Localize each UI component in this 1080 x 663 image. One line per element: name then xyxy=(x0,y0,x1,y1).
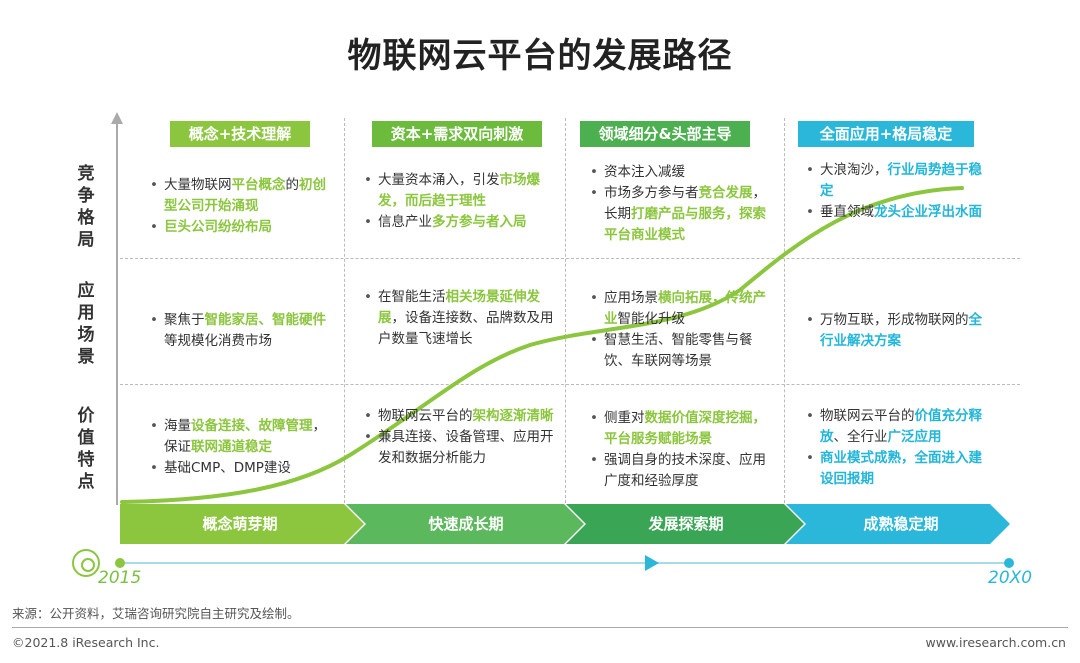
timeline-line xyxy=(120,562,1010,564)
vertical-axis xyxy=(116,120,118,505)
list-item: 大量物联网平台概念的初创型公司开始涌现 xyxy=(150,175,330,217)
stage-chevron xyxy=(566,504,804,544)
cell-scenario-3: 应用场景横向拓展，传统产业智能化升级 智慧生活、智能零售与餐饮、车联网等场景 xyxy=(590,288,775,372)
row-divider xyxy=(120,258,1020,259)
source-note: 来源：公开资料，艾瑞咨询研究院自主研究及绘制。 xyxy=(12,606,300,621)
list-item: 垂直领域龙头企业浮出水面 xyxy=(806,202,986,223)
stage-label: 概念萌芽期 xyxy=(202,515,278,533)
stage-chevron xyxy=(346,504,584,544)
stage-chevrons xyxy=(120,504,1010,544)
timeline-start-year: 2015 xyxy=(98,568,142,588)
list-item: 智慧生活、智能零售与餐饮、车联网等场景 xyxy=(590,330,775,372)
stage-bar: 概念萌芽期 快速成长期 发展探索期 成熟稳定期 xyxy=(120,504,1010,544)
list-item: 商业模式成熟，全面进入建设回报期 xyxy=(806,448,991,490)
row-divider xyxy=(120,384,1020,385)
footer-divider xyxy=(12,627,1068,628)
list-item: 物联网云平台的架构逐渐清晰 xyxy=(364,406,554,427)
cell-value-4: 物联网云平台的价值充分释放、全行业广泛应用 商业模式成熟，全面进入建设回报期 xyxy=(806,406,991,490)
row-label-scenarios: 应用场景 xyxy=(77,281,95,367)
page-title: 物联网云平台的发展路径 xyxy=(347,36,733,76)
list-item: 兼具连接、设备管理、应用开发和数据分析能力 xyxy=(364,427,554,469)
cell-scenario-1: 聚焦于智能家居、智能硬件等规模化消费市场 xyxy=(150,310,330,352)
cell-competition-4: 大浪淘沙，行业局势趋于稳定 垂直领域龙头企业浮出水面 xyxy=(806,160,986,223)
stage-label: 成熟稳定期 xyxy=(863,515,939,533)
list-item: 资本注入减缓 xyxy=(590,162,775,183)
column-divider xyxy=(344,118,345,503)
clock-icon xyxy=(72,549,100,577)
cell-competition-2: 大量资本涌入，引发市场爆发，而后趋于理性 信息产业多方参与者入局 xyxy=(364,170,554,233)
column-header-4: 全面应用+格局稳定 xyxy=(798,121,974,147)
stage-label: 发展探索期 xyxy=(648,515,724,533)
list-item: 侧重对数据价值深度挖掘，平台服务赋能场景 xyxy=(590,408,775,450)
column-header-2: 资本+需求双向刺激 xyxy=(372,121,542,147)
website-link[interactable]: www.iresearch.com.cn xyxy=(925,635,1067,650)
vertical-axis-arrow xyxy=(111,112,123,124)
list-item: 巨头公司纷纷布局 xyxy=(150,217,330,238)
stage-chevron xyxy=(786,504,1010,544)
cell-competition-3: 资本注入减缓 市场多方参与者竞合发展，长期打磨产品与服务，探索平台商业模式 xyxy=(590,162,775,246)
timeline-end-dot xyxy=(1004,558,1014,568)
list-item: 大量资本涌入，引发市场爆发，而后趋于理性 xyxy=(364,170,554,212)
list-item: 万物互联，形成物联网的全行业解决方案 xyxy=(806,310,991,352)
stage-chevron xyxy=(120,504,364,544)
cell-value-3: 侧重对数据价值深度挖掘，平台服务赋能场景 强调自身的技术深度、应用广度和经验厚度 xyxy=(590,408,775,492)
column-divider xyxy=(565,118,566,503)
stage-label: 快速成长期 xyxy=(428,515,504,533)
cell-scenario-4: 万物互联，形成物联网的全行业解决方案 xyxy=(806,310,991,352)
column-header-3: 领域细分&头部主导 xyxy=(580,121,750,147)
cell-scenario-2: 在智能生活相关场景延伸发展，设备连接数、品牌数及用户数量飞速增长 xyxy=(364,287,554,350)
row-label-competition: 竞争格局 xyxy=(77,164,95,250)
list-item: 海量设备连接、故障管理，保证联网通道稳定 xyxy=(150,416,330,458)
cell-value-1: 海量设备连接、故障管理，保证联网通道稳定 基础CMP、DMP建设 xyxy=(150,416,330,479)
copyright: ©2021.8 iResearch Inc. xyxy=(12,635,160,650)
list-item: 大浪淘沙，行业局势趋于稳定 xyxy=(806,160,986,202)
list-item: 应用场景横向拓展，传统产业智能化升级 xyxy=(590,288,775,330)
cell-competition-1: 大量物联网平台概念的初创型公司开始涌现 巨头公司纷纷布局 xyxy=(150,175,330,238)
list-item: 在智能生活相关场景延伸发展，设备连接数、品牌数及用户数量飞速增长 xyxy=(364,287,554,350)
timeline-arrow-icon xyxy=(645,555,659,571)
list-item: 基础CMP、DMP建设 xyxy=(150,458,330,479)
column-divider xyxy=(784,118,785,503)
list-item: 聚焦于智能家居、智能硬件等规模化消费市场 xyxy=(150,310,330,352)
list-item: 市场多方参与者竞合发展，长期打磨产品与服务，探索平台商业模式 xyxy=(590,183,775,246)
timeline-start-dot xyxy=(115,558,125,568)
column-header-1: 概念+技术理解 xyxy=(170,121,310,147)
row-label-value: 价值特点 xyxy=(77,406,95,492)
list-item: 物联网云平台的价值充分释放、全行业广泛应用 xyxy=(806,406,991,448)
cell-value-2: 物联网云平台的架构逐渐清晰 兼具连接、设备管理、应用开发和数据分析能力 xyxy=(364,406,554,469)
list-item: 信息产业多方参与者入局 xyxy=(364,212,554,233)
timeline-end-year: 20X0 xyxy=(988,568,1033,588)
list-item: 强调自身的技术深度、应用广度和经验厚度 xyxy=(590,450,775,492)
